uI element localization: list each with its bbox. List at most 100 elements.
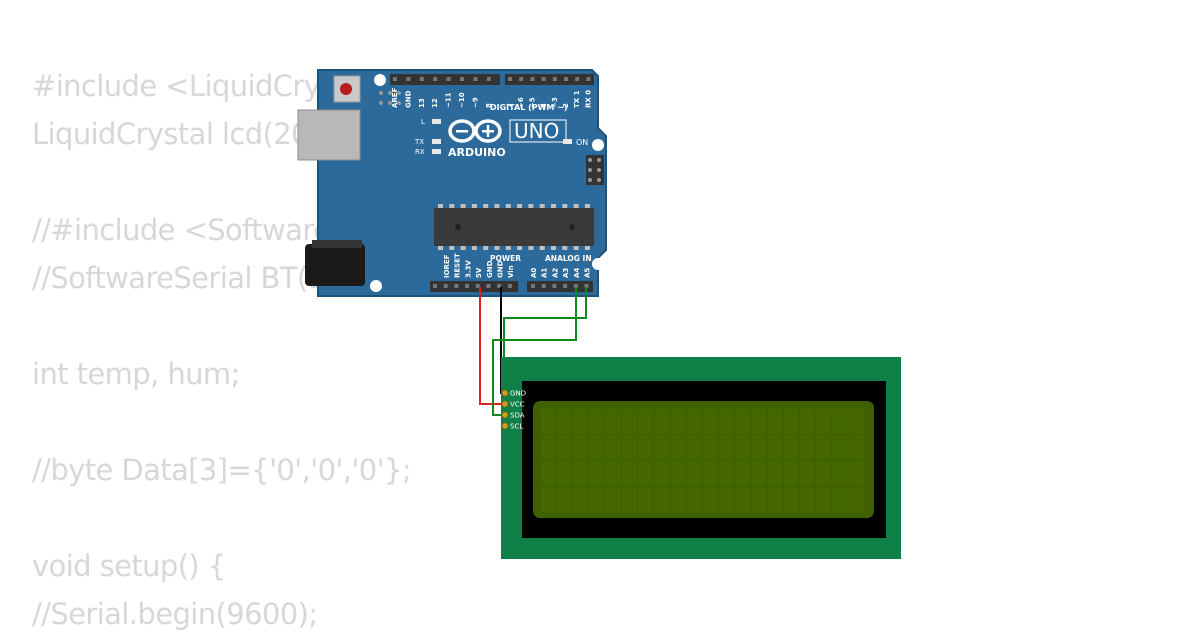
power-pin-label: RESET (454, 253, 462, 278)
lcd-char-cell (832, 487, 848, 513)
lcd-char-cell (784, 487, 799, 513)
lcd-char-cell (573, 461, 589, 487)
power-header (430, 281, 518, 292)
analog-pin-label: A2 (551, 268, 559, 278)
lcd-pin-label: SCL (510, 423, 523, 431)
wire-a4-to-sda[interactable] (492, 287, 577, 416)
lcd-char-cell (541, 409, 556, 434)
lcd-char-cell (703, 487, 718, 513)
lcd-char-cell (654, 487, 670, 513)
lcd-char-cell (638, 409, 653, 434)
lcd-char-cell (751, 461, 767, 487)
header-pin[interactable] (465, 284, 470, 288)
header-pin[interactable] (519, 77, 524, 81)
header-pin[interactable] (541, 77, 546, 81)
lcd-char-cell (573, 409, 589, 434)
lcd-char-cell (589, 409, 605, 434)
lcd-pin[interactable] (501, 389, 509, 397)
lcd-char-cell (541, 435, 556, 460)
analog-pin-label: A4 (573, 268, 581, 278)
lcd-char-cell (719, 487, 734, 513)
header-pin[interactable] (473, 77, 478, 81)
header-pin[interactable] (564, 77, 568, 81)
lcd-char-cell (541, 461, 556, 487)
digital-header-2 (505, 74, 594, 85)
lcd-char-cell (816, 409, 832, 434)
header-pin[interactable] (575, 77, 580, 81)
lcd-pin[interactable] (501, 400, 509, 408)
lcd-char-cell (816, 435, 832, 460)
arduino-logo (448, 119, 502, 143)
lcd-char-cell (784, 435, 799, 460)
lcd-char-cell (848, 409, 864, 434)
lcd-char-cell (767, 435, 783, 460)
header-pin[interactable] (446, 77, 451, 81)
wire-5v-to-vcc[interactable] (479, 287, 504, 405)
icsp-header (379, 91, 401, 105)
svg-text:TX: TX (414, 138, 424, 146)
header-pin[interactable] (433, 77, 438, 81)
header-pin[interactable] (573, 284, 578, 288)
header-pin[interactable] (497, 284, 502, 288)
code-line: //byte Data[3]={'0','0','0'}; (32, 453, 412, 487)
header-pin[interactable] (508, 77, 512, 81)
header-pin[interactable] (552, 77, 557, 81)
lcd-char-cell (832, 435, 848, 460)
header-pin[interactable] (530, 77, 535, 81)
header-pin[interactable] (486, 284, 491, 288)
lcd-char-cell (557, 435, 572, 460)
analog-pin-label: A0 (530, 268, 538, 278)
digital-pin-label: ~3 (551, 97, 559, 108)
header-pin[interactable] (541, 284, 546, 288)
lcd-char-cell (654, 461, 670, 487)
lcd-char-cell (670, 409, 686, 434)
lcd-char-cell (735, 487, 751, 513)
lcd-char-cell (719, 409, 734, 434)
header-pin[interactable] (454, 284, 459, 288)
analog-pin-label: A3 (562, 268, 570, 278)
lcd-char-cell (589, 487, 605, 513)
rx-led (432, 149, 441, 154)
digital-pin-label: TX 1 (573, 90, 581, 108)
power-header-label: POWER (490, 254, 521, 263)
header-pin[interactable] (475, 284, 480, 288)
svg-text:L: L (421, 118, 425, 126)
tx-led (432, 139, 441, 144)
lcd-char-cell (816, 461, 832, 487)
lcd-char-cell (573, 487, 589, 513)
digital-pin-label: 8 (485, 103, 493, 108)
lcd-char-cell (848, 461, 864, 487)
digital-pin-label: ~5 (528, 97, 536, 108)
header-pin[interactable] (486, 77, 491, 81)
header-pin[interactable] (406, 77, 411, 81)
header-pin[interactable] (563, 284, 568, 288)
lcd-pin[interactable] (501, 411, 509, 419)
lcd-char-cell (605, 409, 621, 434)
header-pin[interactable] (552, 284, 557, 288)
analog-pin-label: A1 (541, 268, 549, 278)
digital-pin-label: 2 (562, 103, 570, 108)
header-pin[interactable] (584, 284, 589, 288)
lcd-char-cell (589, 461, 605, 487)
header-pin[interactable] (419, 77, 424, 81)
lcd-char-cell (686, 409, 702, 434)
lcd-pin[interactable] (501, 422, 509, 430)
digital-pin-label: 7 (506, 103, 514, 108)
header-pin[interactable] (433, 284, 437, 288)
lcd-char-cell (784, 409, 799, 434)
lcd-char-cell (638, 435, 653, 460)
header-pin[interactable] (507, 284, 512, 288)
digital-pin-label: 4 (540, 103, 548, 108)
usb-port (297, 109, 361, 161)
digital-pin-label: AREF (391, 87, 399, 108)
header-pin[interactable] (460, 77, 464, 81)
analog-header-label: ANALOG IN (545, 254, 592, 263)
header-pin[interactable] (443, 284, 448, 288)
arduino-brand-label: ARDUINO (448, 146, 506, 159)
header-pin[interactable] (393, 77, 397, 81)
digital-pin-label: 13 (418, 98, 426, 108)
header-pin[interactable] (531, 284, 535, 288)
header-pin[interactable] (586, 77, 591, 81)
